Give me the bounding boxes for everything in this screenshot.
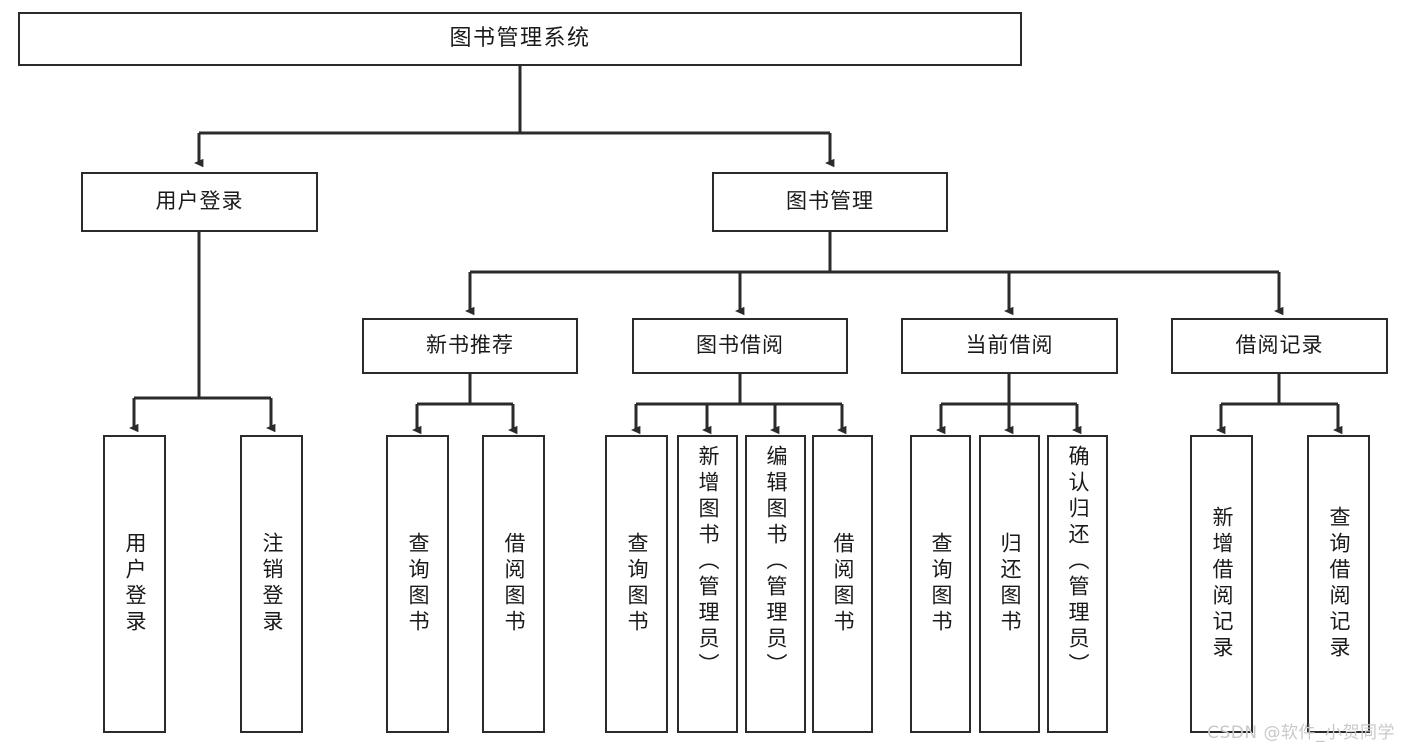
leaf-book-borrow-borrow-books[interactable]: 借阅图书: [812, 435, 873, 733]
node-borrow-record[interactable]: 借阅记录: [1171, 318, 1388, 374]
leaf-borrow-record-add-record[interactable]: 新增借阅记录: [1190, 435, 1253, 733]
node-root-book-management-system[interactable]: 图书管理系统: [18, 12, 1022, 66]
node-label: 确认归还（管理员）: [1066, 445, 1090, 679]
leaf-borrow-record-query-record[interactable]: 查询借阅记录: [1307, 435, 1370, 733]
node-label: 借阅图书: [502, 532, 526, 636]
leaf-new-book-query-books[interactable]: 查询图书: [386, 435, 449, 733]
leaf-book-borrow-edit-book-admin[interactable]: 编辑图书（管理员）: [745, 435, 806, 733]
node-current-borrow[interactable]: 当前借阅: [901, 318, 1118, 374]
node-label: 新增借阅记录: [1210, 506, 1234, 662]
node-label: 查询图书: [406, 532, 430, 636]
node-label: 归还图书: [998, 532, 1022, 636]
node-label: 新增图书（管理员）: [696, 445, 720, 679]
node-book-management[interactable]: 图书管理: [712, 172, 948, 232]
node-label: 图书借阅: [696, 333, 784, 358]
leaf-book-borrow-query-books[interactable]: 查询图书: [605, 435, 668, 733]
leaf-current-borrow-query-books[interactable]: 查询图书: [910, 435, 971, 733]
node-new-book-recommendation[interactable]: 新书推荐: [362, 318, 578, 374]
node-label: 注销登录: [260, 532, 284, 636]
node-label: 查询图书: [625, 532, 649, 636]
node-label: 查询借阅记录: [1327, 506, 1351, 662]
leaf-new-book-borrow-books[interactable]: 借阅图书: [482, 435, 545, 733]
node-label: 查询图书: [929, 532, 953, 636]
node-label: 当前借阅: [965, 333, 1054, 358]
node-label: 图书管理系统: [449, 25, 591, 51]
node-user-login[interactable]: 用户登录: [81, 172, 318, 232]
node-label: 新书推荐: [426, 333, 514, 358]
leaf-user-login-logout[interactable]: 注销登录: [240, 435, 303, 733]
node-label: 用户登录: [123, 532, 147, 636]
leaf-book-borrow-add-book-admin[interactable]: 新增图书（管理员）: [677, 435, 738, 733]
leaf-current-borrow-return-books[interactable]: 归还图书: [979, 435, 1040, 733]
node-book-borrow[interactable]: 图书借阅: [632, 318, 848, 374]
csdn-watermark: CSDN @软件_小贺同学: [1207, 723, 1395, 743]
node-label: 编辑图书（管理员）: [764, 445, 788, 679]
leaf-current-borrow-confirm-return-admin[interactable]: 确认归还（管理员）: [1047, 435, 1108, 733]
node-label: 借阅图书: [831, 532, 855, 636]
node-label: 图书管理: [786, 189, 874, 214]
node-label: 用户登录: [155, 189, 244, 214]
node-label: 借阅记录: [1235, 333, 1324, 358]
leaf-user-login-login[interactable]: 用户登录: [103, 435, 166, 733]
